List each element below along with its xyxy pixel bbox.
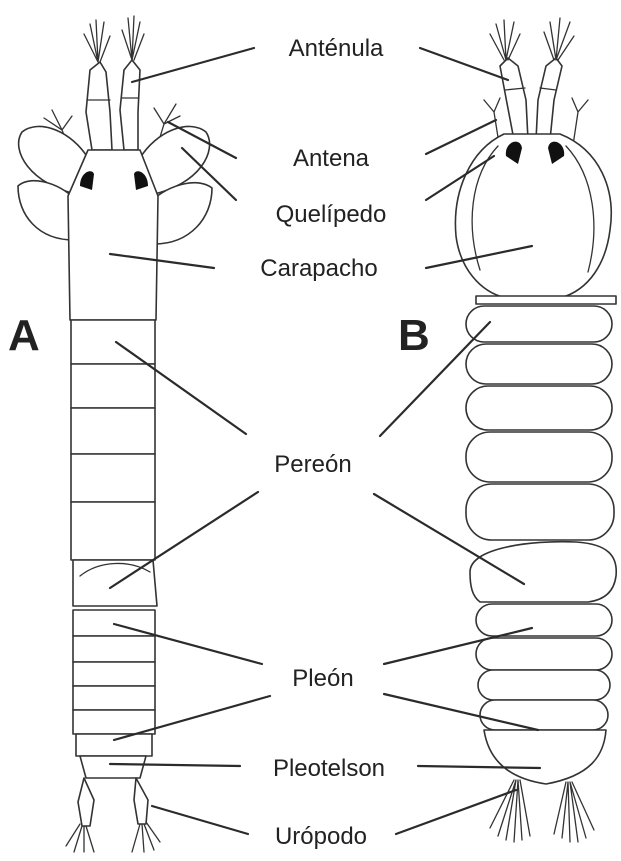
specimen-b-carapace (455, 134, 611, 298)
specimen-b-uropods (490, 780, 594, 842)
label-uropodo: Urópodo (275, 823, 367, 850)
leader-uropodo-a (152, 806, 248, 834)
specimen-b (455, 18, 616, 842)
leader-antenula-b (420, 48, 508, 80)
specimen-a-pleotelson (80, 756, 146, 778)
leader-antenula-a (132, 48, 254, 82)
specimen-a-carapace (68, 150, 158, 320)
panel-label-b: B (398, 311, 430, 360)
specimen-b-pleotelson (484, 730, 606, 784)
specimen-a (18, 16, 212, 852)
panel-label-a: A (8, 311, 40, 360)
label-pleon: Pleón (292, 665, 353, 692)
label-antenula: Anténula (289, 35, 384, 62)
label-carapacho: Carapacho (260, 255, 377, 282)
label-pleotelson: Pleotelson (273, 755, 385, 782)
label-antena: Antena (293, 145, 370, 172)
specimen-a-uropods (66, 778, 160, 852)
specimen-a-antennules (84, 16, 144, 150)
label-quelipedo: Quelípedo (276, 201, 387, 228)
specimen-b-pereon (466, 296, 616, 602)
label-pereon: Pereón (274, 451, 351, 478)
specimen-b-pleon (476, 604, 612, 730)
